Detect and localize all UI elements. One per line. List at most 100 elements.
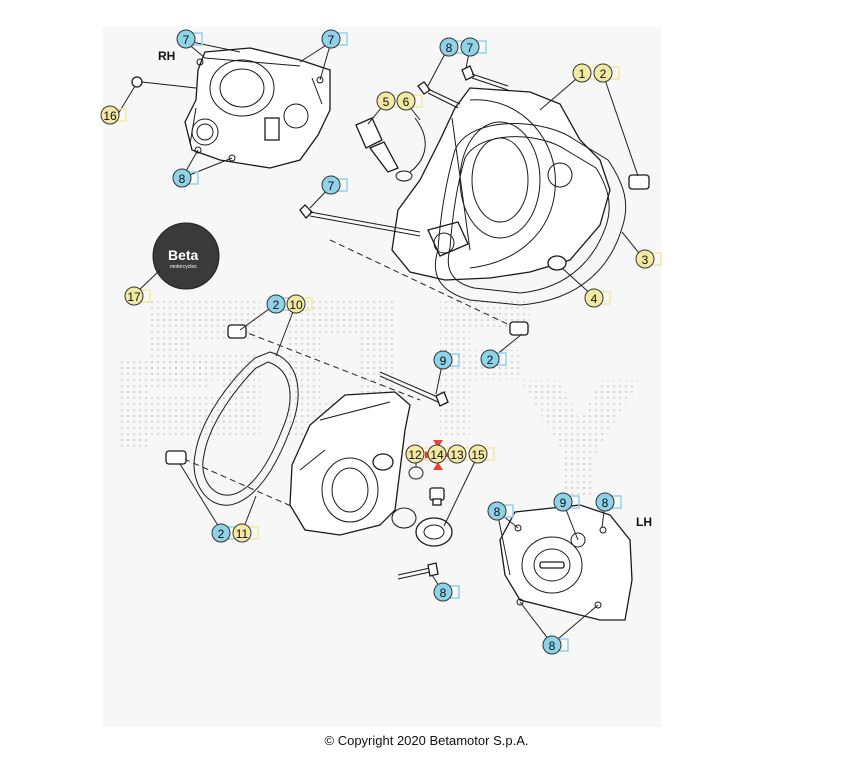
callout-number: 16 <box>103 109 117 123</box>
bolt-pair-top <box>417 65 509 109</box>
dowel-2-left-top <box>227 324 247 339</box>
callout-number: 4 <box>591 292 598 306</box>
callout-number: 12 <box>408 448 422 462</box>
callout-circle <box>433 582 453 602</box>
callout-circle <box>232 523 252 543</box>
callout-7: 7 <box>460 37 487 57</box>
alignment-line-2 <box>239 329 421 401</box>
callout-circle <box>572 63 592 83</box>
callout-circle <box>427 444 447 464</box>
callout-17: 17 <box>124 286 151 306</box>
callout-5: 5 <box>376 91 403 111</box>
callout-number: 7 <box>467 41 474 55</box>
callout-number: 2 <box>218 527 225 541</box>
callout-7: 7 <box>321 29 348 49</box>
callout-number: 10 <box>289 298 303 312</box>
callout-11: 11 <box>232 523 259 543</box>
callout-number: 1 <box>579 67 586 81</box>
callout-circle <box>595 492 615 512</box>
plug-14 <box>429 487 445 506</box>
bolt-lower-9 <box>379 371 449 407</box>
callout-number: 6 <box>403 95 410 109</box>
callout-number: 11 <box>236 527 249 541</box>
callout-number: 7 <box>328 33 335 47</box>
callout-number: 2 <box>487 353 494 367</box>
seal-4 <box>547 255 567 271</box>
beta-logo-badge: Beta motorcycles <box>152 222 220 290</box>
callout-14: 14 <box>427 444 454 464</box>
copyright-notice: © Copyright 2020 Betamotor S.p.A. <box>324 733 529 748</box>
callout-8: 8 <box>595 492 622 512</box>
callout-9: 9 <box>553 492 580 512</box>
callout-3: 3 <box>635 249 662 269</box>
callout-circle <box>593 63 613 83</box>
callout-9: 9 <box>433 350 460 370</box>
o-ring-13 <box>391 507 417 529</box>
beta-logo-text: Beta <box>168 247 199 263</box>
callout-circle <box>487 501 507 521</box>
alignment-line-3 <box>174 454 301 511</box>
callout-number: 8 <box>549 639 556 653</box>
callout-2: 2 <box>211 523 238 543</box>
callout-circle <box>376 91 396 111</box>
callout-number: 5 <box>383 95 390 109</box>
callout-number: 8 <box>179 172 186 186</box>
callout-8: 8 <box>433 582 460 602</box>
callout-7: 7 <box>176 29 203 49</box>
callout-number: 15 <box>471 448 485 462</box>
lh-ignition-cover <box>289 391 411 536</box>
callout-number: 8 <box>494 505 501 519</box>
callout-number: 14 <box>430 448 444 462</box>
callout-1: 1 <box>572 63 599 83</box>
callout-2: 2 <box>480 349 507 369</box>
callout-13: 13 <box>447 444 474 464</box>
callout-2: 2 <box>266 294 293 314</box>
beta-logo-tagline: motorcycles <box>170 264 197 270</box>
gasket-3 <box>434 123 627 306</box>
callout-circle <box>433 350 453 370</box>
callout-circle <box>100 105 120 125</box>
callout-7: 7 <box>321 175 348 195</box>
callout-number: 9 <box>440 354 447 368</box>
callout-8: 8 <box>487 501 514 521</box>
callout-number: 2 <box>273 298 280 312</box>
long-bolt-top <box>299 204 421 237</box>
part-16-plug <box>131 76 197 89</box>
callout-8: 8 <box>439 37 466 57</box>
gasket-3-inner <box>447 136 610 294</box>
callout-circle <box>542 635 562 655</box>
gasket-10-inner <box>202 361 291 496</box>
callout-circle <box>286 294 306 314</box>
bolt-lower-8 <box>397 562 439 580</box>
callout-number: 13 <box>450 448 464 462</box>
callout-number: 17 <box>127 290 141 304</box>
callout-circle <box>172 168 192 188</box>
plug-15 <box>415 517 453 547</box>
callout-15: 15 <box>468 444 495 464</box>
callout-number: 3 <box>642 253 649 267</box>
callout-6: 6 <box>396 91 423 111</box>
callout-number: 9 <box>560 496 567 510</box>
callout-16: 16 <box>100 105 127 125</box>
callout-circle <box>396 91 416 111</box>
gasket-10 <box>193 351 299 506</box>
callout-circle <box>321 29 341 49</box>
rh-clutch-cover <box>184 47 331 169</box>
lh-generator-cover <box>499 504 633 621</box>
callout-circle <box>635 249 655 269</box>
callout-number: 8 <box>440 586 447 600</box>
rh-side-label: RH <box>158 49 175 63</box>
rh-crankcase-cover <box>391 87 611 281</box>
callout-12: 12 <box>405 444 432 464</box>
callout-circle <box>460 37 480 57</box>
callout-circle <box>468 444 488 464</box>
callout-circle <box>176 29 196 49</box>
callout-circle <box>124 286 144 306</box>
oil-filler-cap <box>355 117 426 182</box>
callout-circle <box>405 444 425 464</box>
lh-side-label: LH <box>636 515 652 529</box>
callout-circle <box>211 523 231 543</box>
callout-number: 7 <box>328 179 335 193</box>
callout-number: 7 <box>183 33 190 47</box>
